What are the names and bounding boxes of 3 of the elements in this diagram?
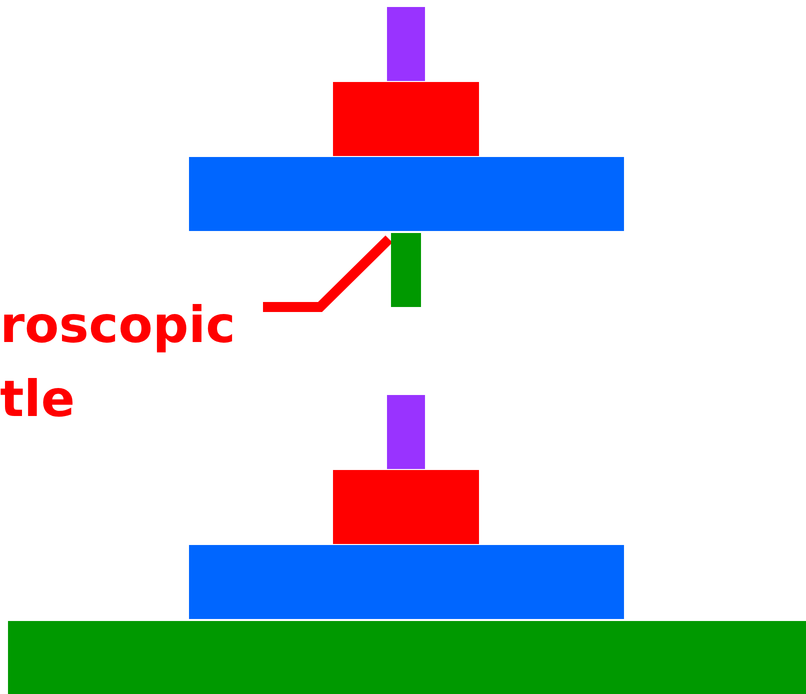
leader-line [263, 235, 392, 312]
callout-text: roscopic tle [0, 288, 262, 436]
small-bar [391, 233, 421, 307]
